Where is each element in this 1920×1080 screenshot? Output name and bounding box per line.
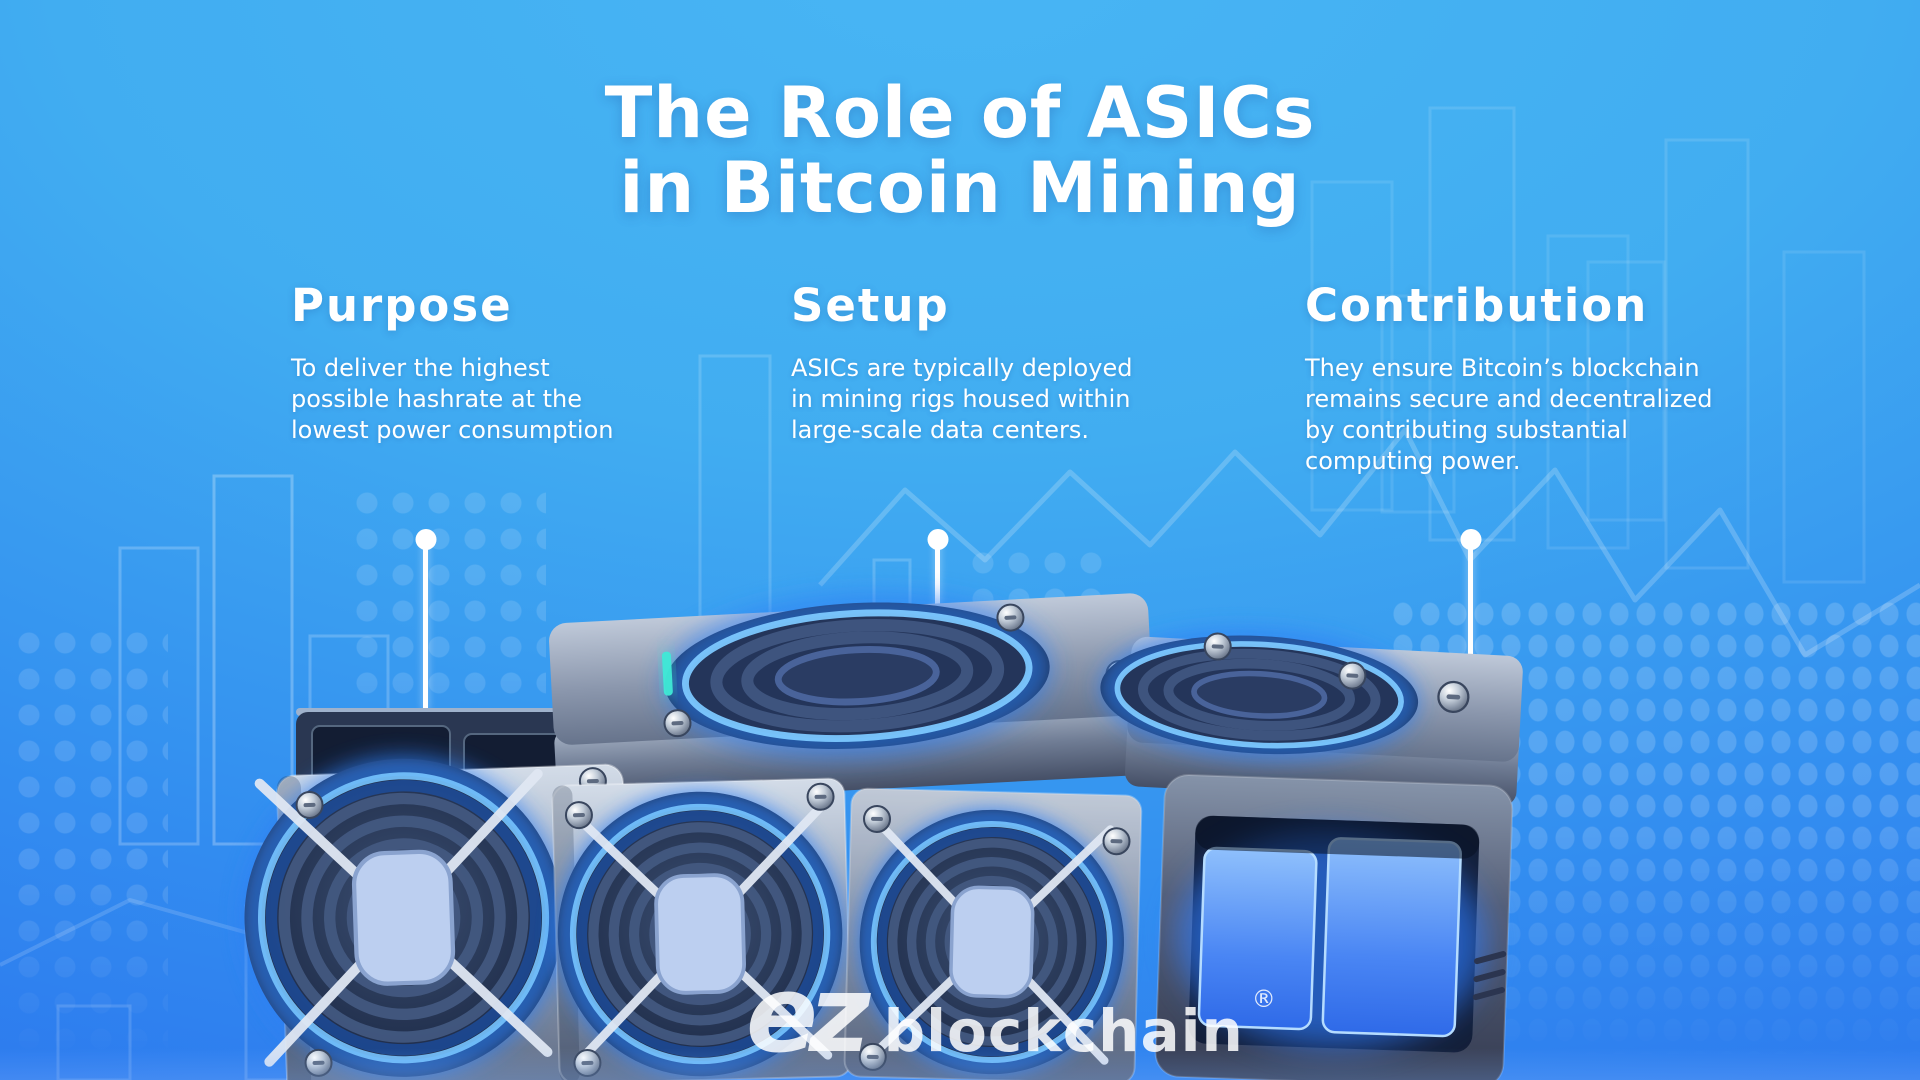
- connector-dot: [1460, 529, 1481, 550]
- section-text-line: They ensure Bitcoin’s blockchain: [1305, 354, 1700, 382]
- section-text-line: computing power.: [1305, 447, 1521, 475]
- section-contribution: Contribution They ensure Bitcoin’s block…: [1305, 283, 1712, 477]
- middle-asic-miner: [552, 778, 852, 1080]
- connector-purpose: [415, 529, 436, 712]
- section-text-line: in mining rigs housed within: [791, 385, 1131, 413]
- section-text-line: ASICs are typically deployed: [791, 354, 1133, 382]
- line-chart-decoration: [818, 427, 1920, 658]
- section-text-line: large-scale data centers.: [791, 416, 1089, 444]
- floor-reflection: [0, 1048, 1920, 1080]
- third-asic-miner: [843, 787, 1143, 1080]
- section-setup: Setup ASICs are typically deployed in mi…: [791, 283, 1132, 446]
- brand-logo: ez blockchain ®: [746, 962, 1276, 1068]
- left-asic-miner: [239, 751, 635, 1080]
- connector-setup: [927, 529, 948, 627]
- section-text-line: lowest power consumption: [291, 416, 614, 444]
- page-title-line1: The Role of ASICs: [604, 72, 1316, 154]
- section-heading: Contribution: [1305, 279, 1649, 332]
- section-text-line: possible hashrate at the: [291, 385, 583, 413]
- registered-trademark-symbol: ®: [1251, 985, 1276, 1013]
- page-title: The Role of ASICs in Bitcoin Mining: [0, 76, 1920, 226]
- middle-asic-top-fan-unit: [549, 588, 1157, 805]
- ez-logo-mark: ez: [746, 953, 871, 1076]
- section-heading: Setup: [791, 279, 950, 332]
- section-heading: Purpose: [291, 279, 513, 332]
- page-title-line2: in Bitcoin Mining: [619, 147, 1301, 229]
- connector-dot: [927, 529, 948, 550]
- section-text-line: by contributing substantial: [1305, 416, 1628, 444]
- connector-dot: [415, 529, 436, 550]
- section-purpose: Purpose To deliver the highest possible …: [291, 283, 614, 446]
- brand-logo-wordmark: blockchain: [883, 997, 1244, 1065]
- connector-contribution: [1460, 529, 1481, 672]
- section-text-line: To deliver the highest: [291, 354, 550, 382]
- section-text-line: remains secure and decentralized: [1305, 385, 1713, 413]
- right-asic-miner: [1154, 773, 1514, 1080]
